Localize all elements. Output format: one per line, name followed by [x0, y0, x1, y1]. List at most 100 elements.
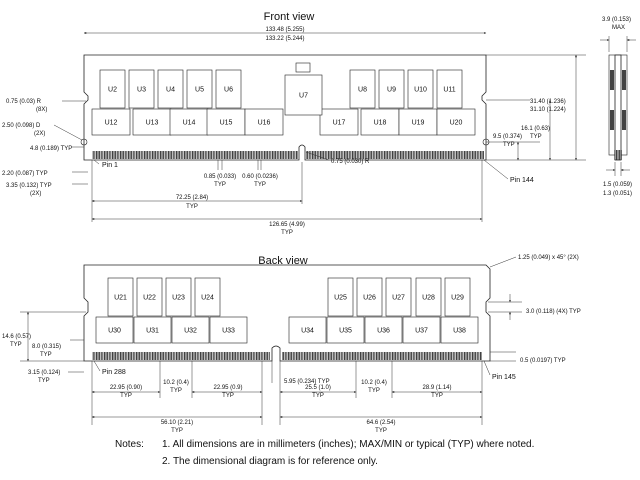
chip-label: U14 [183, 120, 196, 127]
chip-label: U11 [443, 87, 455, 94]
chip-label: U35 [339, 328, 352, 335]
chip-u34: U34 [288, 316, 327, 344]
dim-14-6-typ: TYP [10, 342, 22, 348]
chip-u14: U14 [169, 108, 209, 136]
front-view-title: Front view [264, 11, 315, 23]
chip-u9: U9 [378, 69, 405, 109]
chip-label: U21 [114, 295, 127, 302]
dim-56-10-typ: TYP [171, 428, 183, 434]
dim-pin-width: 0.60 (0.0236) [242, 174, 278, 180]
dim-hole-d: 2.50 (0.098) D [2, 123, 41, 129]
dim-9-5: 9.5 (0.374) [493, 134, 522, 140]
chip-label: U27 [392, 295, 405, 302]
chip-label: U38 [453, 328, 466, 335]
dim-key-pos: 72.25 (2.84) [176, 195, 208, 201]
chip-u33: U33 [209, 316, 248, 344]
dim-64-6: 64.6 (2.54) [366, 420, 395, 426]
dim-height: 31.40 (1.236) [530, 99, 566, 105]
side-thick-max: MAX [612, 25, 625, 31]
dim-r-corner: 0.75 (0.03) R [6, 99, 42, 105]
dim-r-corner-count: (8X) [36, 107, 47, 113]
chip-label: U13 [146, 120, 159, 127]
dim-width: 133.48 (5.255) [265, 27, 304, 33]
notes-label: Notes: [115, 439, 144, 450]
front-pins-left [92, 151, 298, 159]
chip-label: U7 [299, 93, 308, 100]
dim-hole-count: (2X) [34, 131, 45, 137]
chip-u19: U19 [398, 108, 438, 136]
dim-width-min: 133.22 (5.244) [265, 36, 304, 42]
chip-u36: U36 [364, 316, 403, 344]
chip-label: U25 [334, 295, 347, 302]
dim-5-95: 5.95 (0.234) TYP [284, 379, 330, 385]
chip-u37: U37 [402, 316, 441, 344]
chip-u28: U28 [415, 277, 442, 317]
dim-10-2-a: 10.2 (0.4) [163, 380, 189, 386]
back-pin145-label: Pin 145 [492, 374, 516, 381]
chip-label: U31 [146, 328, 159, 335]
chip-label: U30 [108, 328, 121, 335]
chip-u22: U22 [136, 277, 163, 317]
chip-label: U2 [108, 87, 117, 94]
chip-u5: U5 [186, 69, 213, 109]
dim-pitch-typ: TYP [214, 182, 226, 188]
chip-label: U16 [258, 120, 271, 127]
dim-16-1: 16.1 (0.63) [521, 126, 550, 132]
chip-label: U10 [414, 87, 427, 94]
chip-u12: U12 [91, 108, 131, 136]
side-pcb: 1.5 (0.059) [603, 182, 632, 188]
dim-3-15: 3.15 (0.124) [28, 370, 60, 376]
chip-u8: U8 [349, 69, 376, 109]
chip-label: U18 [374, 120, 387, 127]
side-pcb-min: 1.3 (0.051) [603, 191, 632, 197]
dim-key-pos-typ: TYP [186, 204, 198, 210]
dim-22-95-b-typ: TYP [222, 393, 234, 399]
chip-u18: U18 [360, 108, 400, 136]
chip-label: U20 [450, 120, 463, 127]
chip-label: U15 [220, 120, 233, 127]
dim-hole-offset: 4.8 (0.189) TYP [30, 146, 72, 152]
chip-label: U6 [224, 87, 233, 94]
chip-label: U19 [412, 120, 425, 127]
chip-label: U22 [143, 295, 156, 302]
chip-label: U28 [422, 295, 435, 302]
dim-56-10: 56.10 (2.21) [161, 420, 193, 426]
side-view: 3.9 (0.153) MAX 1.5 (0.059) 1.3 (0.051) [600, 17, 636, 197]
back-pins-left [92, 352, 270, 360]
dim-chamfer: 1.25 (0.049) x 45° (2X) [518, 255, 579, 261]
dim-2-20: 2.20 (0.087) TYP [2, 171, 48, 177]
dim-total-span: 126.65 (4.99) [269, 222, 305, 228]
dim-10-2-b-typ: TYP [368, 388, 380, 394]
chip-u27: U27 [385, 277, 412, 317]
dim-8-0: 8.0 (0.315) [32, 344, 61, 350]
chip-u30: U30 [95, 316, 134, 344]
chip-u21: U21 [107, 277, 134, 317]
chip-u29: U29 [444, 277, 471, 317]
chip-u17: U17 [319, 108, 359, 136]
dim-pitch: 0.85 (0.033) [204, 174, 236, 180]
dim-total-span-typ: TYP [281, 230, 293, 236]
chip-u7: U7 [284, 74, 323, 116]
front-hole-left [80, 138, 88, 146]
dim-3-0: 3.0 (0.118) (4X) TYP [526, 309, 581, 315]
dim-28-9-typ: TYP [431, 393, 443, 399]
chip-u35: U35 [326, 316, 365, 344]
chip-label: U9 [387, 87, 396, 94]
chip-u26: U26 [356, 277, 383, 317]
dim-28-9: 28.9 (1.14) [422, 385, 451, 391]
back-pin288-label: Pin 288 [102, 369, 126, 376]
dim-14-6: 14.6 (0.57) [2, 334, 31, 340]
front-pins-right [306, 151, 484, 159]
dim-22-95-b: 22.95 (0.9) [213, 385, 242, 391]
dim-10-2-b: 10.2 (0.4) [361, 380, 387, 386]
chip-u24: U24 [194, 277, 221, 317]
back-view-title: Back view [258, 255, 308, 267]
chip-u25: U25 [327, 277, 354, 317]
note-2: 2. The dimensional diagram is for refere… [162, 456, 378, 467]
chip-label: U32 [184, 328, 197, 335]
dim-10-2-a-typ: TYP [170, 388, 182, 394]
dim-64-6-typ: TYP [375, 428, 387, 434]
dim-16-1-typ: TYP [530, 134, 542, 140]
